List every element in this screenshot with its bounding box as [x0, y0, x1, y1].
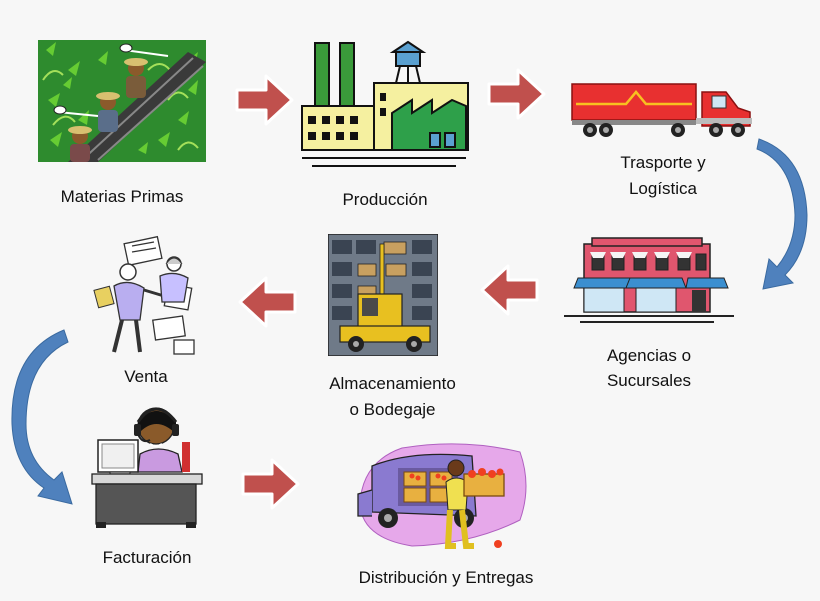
delivery-van-icon [357, 443, 527, 549]
label-almacen-line1: Almacenamiento [329, 374, 456, 393]
factory-icon [301, 40, 469, 167]
forklift-warehouse-icon [328, 234, 438, 356]
semi-truck-icon [571, 83, 752, 137]
curved-arrow-down-icon [11, 329, 73, 505]
label-materias-primas: Materias Primas [60, 187, 184, 206]
arrow-left-icon [238, 276, 297, 328]
label-agencias-line2: Sucursales [606, 371, 692, 390]
arrow-right-icon [235, 74, 294, 126]
label-distribucion: Distribución y Entregas [358, 568, 534, 587]
operator-computer-icon [91, 407, 203, 528]
label-transporte-line1: Trasporte y [620, 153, 706, 172]
arrow-right-icon [487, 68, 546, 120]
salespeople-icon [93, 235, 195, 355]
storefront-icon [564, 237, 734, 323]
label-venta: Venta [124, 367, 168, 386]
label-facturacion: Facturación [102, 548, 192, 567]
label-almacen-line2: o Bodegaje [349, 400, 436, 419]
label-produccion: Producción [342, 190, 428, 209]
arrow-left-icon [480, 264, 539, 316]
label-transporte-line2: Logística [628, 179, 698, 198]
farmworkers-field-icon [38, 40, 206, 162]
arrow-right-icon [241, 458, 300, 510]
curved-arrow-down-icon [756, 138, 808, 290]
label-agencias-line1: Agencias o [606, 346, 692, 365]
